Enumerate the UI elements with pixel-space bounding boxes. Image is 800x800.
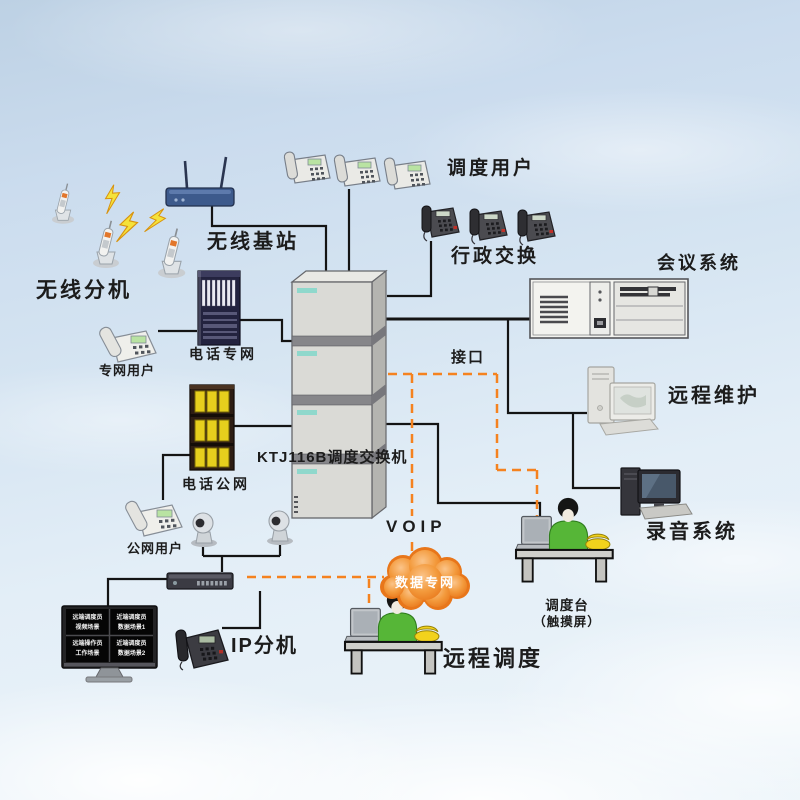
ip-phone-icon [175,629,229,671]
label-dispatch-console-line1: 调度台 [545,598,589,613]
label-dispatch-console: 调度台 （触摸屏） [524,598,610,631]
label-wireless-base-station: 无线基站 [207,231,299,253]
analog-phone-icon [97,324,157,363]
line-to-recording [571,413,620,490]
label-interface: 接口 [451,349,486,366]
line-to-remote-maintenance [506,319,587,415]
label-dispatch-console-line2: （触摸屏） [533,614,601,629]
desk-phone-icon [383,156,431,190]
lightning-bolt-icon [115,210,139,244]
operator-desk-icon [514,496,614,583]
conference-unit-icon [529,278,689,339]
label-remote-maintenance: 远程维护 [668,385,760,407]
line-privaterack-to-switch [239,318,293,343]
desk-phone-icon [333,153,381,187]
cordless-phone-icon [92,218,120,269]
admin-phone-icon [421,205,460,242]
label-conference-system: 会议系统 [657,253,741,273]
lightning-bolt-icon [100,183,124,215]
label-data-private-network: 数据专网 [394,575,455,590]
label-phone-public-network: 电话公网 [182,476,250,492]
line-adminphones-to-switch [387,241,433,298]
lightning-bolt-icon [144,205,169,237]
wireless-router-icon [165,156,235,207]
label-private-network-user: 专网用户 [99,363,156,378]
monitor-screen-4: 近端调度员 数据场景2 [116,641,147,658]
dispatch-switch-cabinet-icon [290,269,388,520]
ptz-camera-icon [190,512,218,548]
pstn-gateway-icon [189,384,235,471]
admin-phone-icon [469,208,508,245]
ptz-camera-icon [266,510,294,546]
black-connection-lines [106,189,620,630]
label-voip: VOIP [386,517,447,536]
line-router-to-switch [210,206,328,280]
line-monitor-to-lan [106,577,168,607]
desk-phone-icon [283,150,331,184]
line-ipphone-to-lan [222,591,262,630]
lan-switch-icon [166,572,234,590]
line-publicnet-to-user [161,453,190,500]
label-recording-system: 录音系统 [646,521,738,543]
label-ip-extension: IP分机 [231,635,298,657]
label-phone-private-network: 电话专网 [189,346,257,362]
desktop-computer-icon [620,467,693,520]
label-remote-dispatch: 远程调度 [443,646,544,671]
quad-monitor-icon [61,605,158,683]
line-cameras [201,542,282,572]
analog-phone-icon [123,498,183,537]
data-cloud-icon [380,547,470,610]
dashed-interface-down [495,374,539,517]
orange-dashed-links [247,372,539,609]
line-to-console [385,422,542,518]
cordless-phone-icon [157,226,187,279]
admin-phone-icon [517,209,556,246]
monitor-screen-1: 远端调度员 视频场景 [72,615,103,632]
label-main-switch: KTJ116B调度交换机 [257,449,408,466]
monitor-screen-3: 远端操作员 工作场景 [72,641,103,658]
label-dispatch-users: 调度用户 [447,158,536,179]
label-public-network-user: 公网用户 [127,541,184,556]
label-wireless-extension: 无线分机 [36,279,132,302]
desktop-computer-icon [587,366,659,436]
monitor-screen-2: 近端调度员 数据场景1 [116,615,147,632]
label-admin-exchange: 行政交换 [451,246,540,267]
telecom-rack-icon [197,270,241,346]
cordless-phone-icon [51,182,75,225]
